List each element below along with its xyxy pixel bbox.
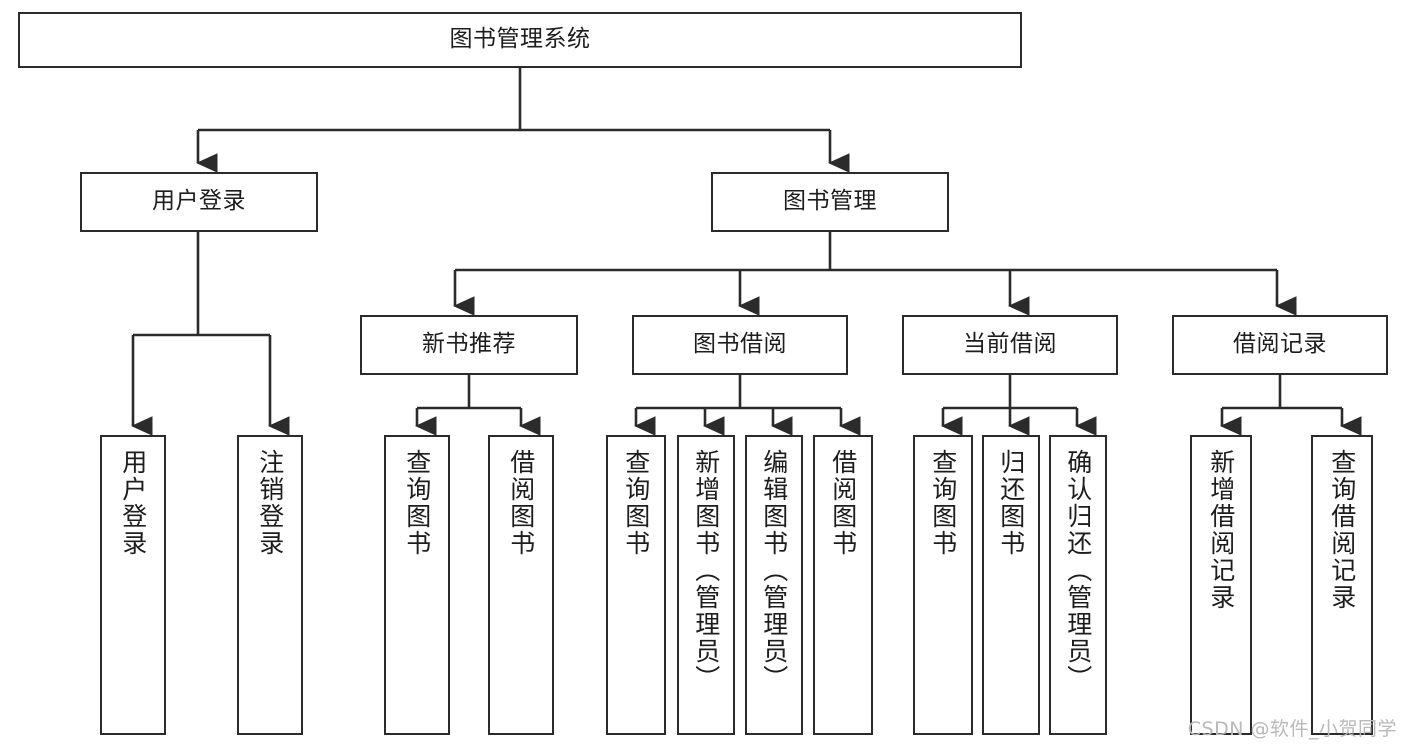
leaf-query-borrow-record[interactable]: 查询借阅记录 <box>1311 435 1373 735</box>
leaf-edit-book-admin[interactable]: 编辑图书（管理员） <box>745 435 803 735</box>
node-label: 借阅记录 <box>1233 331 1327 358</box>
leaf-query-book-borrow[interactable]: 查询图书 <box>606 435 666 735</box>
leaf-query-book-new[interactable]: 查询图书 <box>384 435 450 735</box>
node-label: 新书推荐 <box>422 331 516 358</box>
leaf-add-borrow-record[interactable]: 新增借阅记录 <box>1190 435 1252 735</box>
node-book-management[interactable]: 图书管理 <box>711 172 949 232</box>
leaf-add-book-admin[interactable]: 新增图书（管理员） <box>677 435 735 735</box>
node-label: 借阅图书 <box>828 449 858 557</box>
node-book-borrow[interactable]: 图书借阅 <box>632 315 848 375</box>
node-label: 查询图书 <box>621 449 651 557</box>
node-current-borrow[interactable]: 当前借阅 <box>902 315 1118 375</box>
node-label: 查询图书 <box>928 449 958 557</box>
node-label: 编辑图书（管理员） <box>759 449 789 692</box>
node-label: 查询图书 <box>402 449 432 557</box>
node-label: 注销登录 <box>255 449 285 557</box>
leaf-confirm-return-admin[interactable]: 确认归还（管理员） <box>1049 435 1107 735</box>
node-label: 归还图书 <box>996 449 1026 557</box>
leaf-logout[interactable]: 注销登录 <box>237 435 303 735</box>
node-user-login[interactable]: 用户登录 <box>80 172 318 232</box>
node-label: 用户登录 <box>152 188 246 215</box>
node-label: 新增图书（管理员） <box>691 449 721 692</box>
leaf-borrow-book-new[interactable]: 借阅图书 <box>488 435 554 735</box>
node-label: 图书借阅 <box>693 331 787 358</box>
leaf-return-book[interactable]: 归还图书 <box>982 435 1040 735</box>
node-label: 当前借阅 <box>963 331 1057 358</box>
leaf-query-book-current[interactable]: 查询图书 <box>913 435 973 735</box>
node-label: 确认归还（管理员） <box>1063 449 1093 692</box>
node-root-system[interactable]: 图书管理系统 <box>18 12 1022 68</box>
node-label: 查询借阅记录 <box>1327 449 1357 611</box>
node-label: 借阅图书 <box>506 449 536 557</box>
leaf-borrow-book[interactable]: 借阅图书 <box>813 435 873 735</box>
node-label: 用户登录 <box>118 449 148 557</box>
node-label: 新增借阅记录 <box>1206 449 1236 611</box>
node-borrow-record[interactable]: 借阅记录 <box>1172 315 1388 375</box>
node-label: 图书管理系统 <box>449 26 591 53</box>
node-label: 图书管理 <box>783 188 877 215</box>
leaf-user-login[interactable]: 用户登录 <box>100 435 166 735</box>
node-new-book-recommend[interactable]: 新书推荐 <box>360 315 578 375</box>
watermark: CSDN @软件_小贺同学 <box>1187 718 1397 740</box>
